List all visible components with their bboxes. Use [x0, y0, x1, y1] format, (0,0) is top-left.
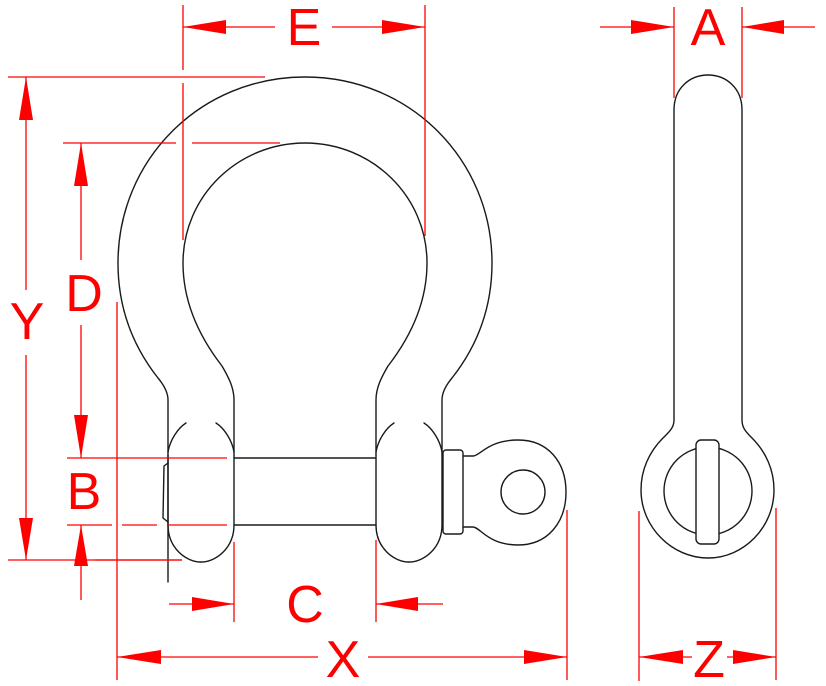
dim-B: B	[67, 457, 227, 600]
left-lug	[167, 454, 235, 563]
left-lug-curve-right	[215, 422, 235, 453]
dim-A: A	[600, 0, 815, 98]
pin-eye-outline	[462, 439, 567, 546]
left-lug-curve-left	[167, 422, 187, 453]
arrow-up-icon	[74, 143, 88, 186]
dim-label-B: B	[67, 463, 102, 521]
dim-label-A: A	[691, 0, 726, 57]
arrow-down-icon	[74, 415, 88, 458]
right-lug	[375, 454, 443, 563]
arrow-left-icon	[117, 650, 161, 664]
side-body-outline	[640, 74, 775, 559]
arrow-left-icon	[742, 20, 784, 34]
dim-E: E	[182, 0, 426, 240]
right-lug-curve-left	[375, 422, 395, 453]
arrow-up-icon	[19, 77, 33, 120]
dim-X: X	[117, 510, 568, 686]
dim-label-Z: Z	[693, 631, 725, 686]
arrow-left-icon	[183, 20, 226, 34]
side-pin-slot	[695, 439, 720, 545]
pin-left-end	[162, 462, 169, 523]
arrow-right-icon	[382, 20, 425, 34]
arrow-right-icon	[733, 650, 776, 664]
dim-Z: Z	[638, 508, 777, 686]
dim-label-D: D	[65, 265, 103, 323]
dim-label-X: X	[326, 631, 361, 686]
dim-D: D	[63, 142, 280, 458]
arrow-right-icon	[192, 597, 234, 611]
arrow-down-icon	[19, 518, 33, 560]
dim-label-C: C	[286, 576, 324, 634]
bow-outer-outline	[117, 76, 493, 583]
front-view	[117, 76, 567, 583]
dim-label-E: E	[287, 0, 322, 57]
dim-C: C	[169, 540, 443, 634]
dim-label-Y: Y	[10, 293, 45, 351]
side-view	[640, 74, 775, 559]
arrow-right-icon	[524, 650, 567, 664]
arrow-left-icon	[639, 650, 683, 664]
right-lug-curve-right	[423, 422, 443, 453]
arrow-right-icon	[631, 20, 674, 34]
arrow-up-icon	[74, 525, 88, 566]
pin-eye-hole	[500, 469, 546, 515]
dim-Y: Y	[8, 76, 265, 561]
bow-inner-outline	[182, 142, 428, 456]
pin-collar	[442, 449, 464, 535]
arrow-left-icon	[376, 597, 418, 611]
